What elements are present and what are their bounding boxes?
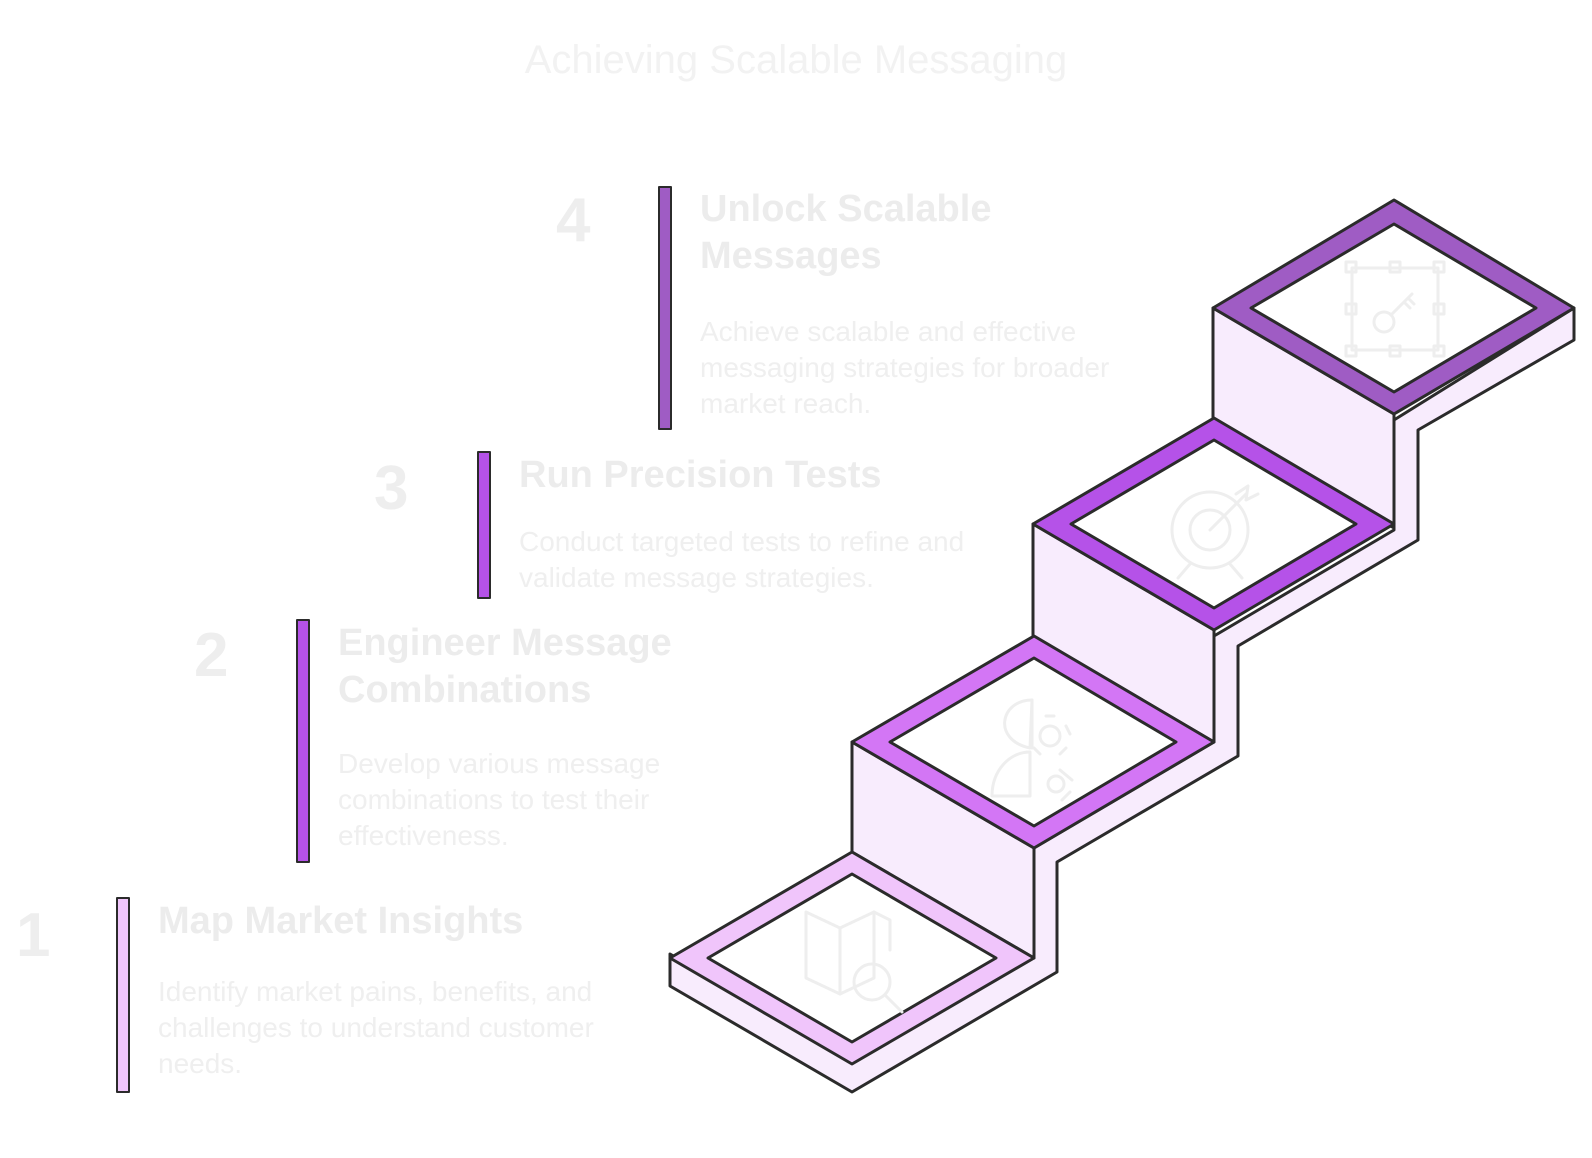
step-1-platform: [668, 850, 1036, 1066]
step-3-accent-bar: [477, 451, 491, 599]
step-description: Conduct targeted tests to refine and val…: [519, 526, 965, 593]
key-icon: [1344, 260, 1446, 358]
step-3-platform: [1031, 416, 1396, 632]
step-description: Achieve scalable and effective messaging…: [700, 316, 1110, 419]
step-heading: Run Precision Tests: [519, 454, 882, 496]
step-1-accent-bar: [116, 897, 130, 1093]
step-number: 2: [194, 621, 229, 690]
step-number: 3: [374, 454, 409, 523]
step-heading: Map Market Insights: [158, 900, 524, 942]
step-4-platform: [1211, 198, 1576, 416]
page-title: Achieving Scalable Messaging: [524, 38, 1068, 82]
step-heading: Unlock Scalable Messages: [700, 188, 992, 277]
target-icon: [1170, 484, 1260, 580]
step-description: Identify market pains, benefits, and cha…: [158, 976, 594, 1079]
step-4-accent-bar: [658, 186, 672, 430]
step-2-accent-bar: [296, 619, 310, 863]
step-heading: Engineer Message Combinations: [338, 622, 672, 711]
brain-gear-icon: [990, 698, 1074, 802]
step-number: 1: [16, 901, 51, 970]
map-search-icon: [804, 910, 904, 1014]
step-description: Develop various message combinations to …: [338, 748, 661, 851]
step-number: 4: [556, 186, 591, 255]
